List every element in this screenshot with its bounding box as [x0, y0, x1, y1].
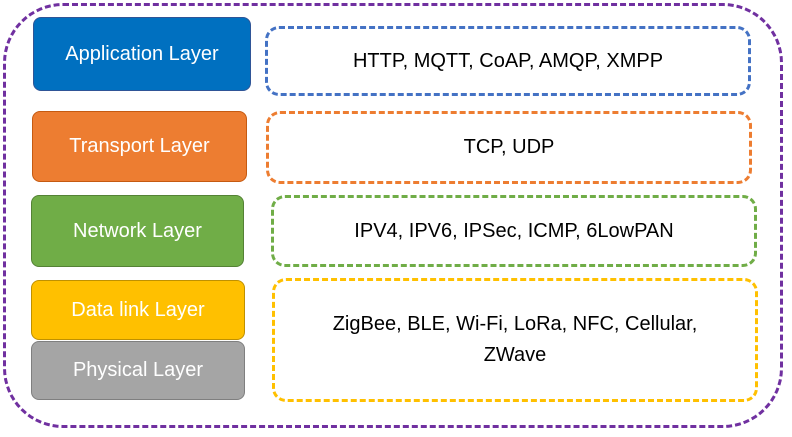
transport-layer-label: Transport Layer: [69, 135, 210, 157]
application-layer-label: Application Layer: [65, 42, 219, 65]
application-protocols-box: HTTP, MQTT, CoAP, AMQP, XMPP: [265, 26, 751, 96]
data-link-layer-box: Data link Layer: [31, 280, 245, 340]
transport-protocols-text: TCP, UDP: [463, 136, 555, 158]
stack-outline: [3, 3, 783, 428]
network-protocols-box: IPV4, IPV6, IPSec, ICMP, 6LowPAN: [271, 195, 757, 267]
link-physical-protocols-box: ZigBee, BLE, Wi-Fi, LoRa, NFC, Cellular,…: [272, 278, 758, 402]
transport-protocols-box: TCP, UDP: [266, 111, 752, 184]
network-layer-label: Network Layer: [73, 219, 202, 242]
physical-layer-box: Physical Layer: [31, 341, 245, 400]
physical-layer-label: Physical Layer: [72, 359, 204, 381]
data-link-layer-label: Data link Layer: [71, 298, 205, 321]
link-physical-protocols-text: ZigBee, BLE, Wi-Fi, LoRa, NFC, Cellular,…: [332, 313, 698, 366]
transport-layer-box: Transport Layer: [32, 111, 247, 182]
network-protocols-text: IPV4, IPV6, IPSec, ICMP, 6LowPAN: [354, 219, 674, 242]
application-layer-box: Application Layer: [33, 17, 251, 91]
network-layer-box: Network Layer: [31, 195, 244, 267]
application-protocols-text: HTTP, MQTT, CoAP, AMQP, XMPP: [352, 49, 664, 72]
